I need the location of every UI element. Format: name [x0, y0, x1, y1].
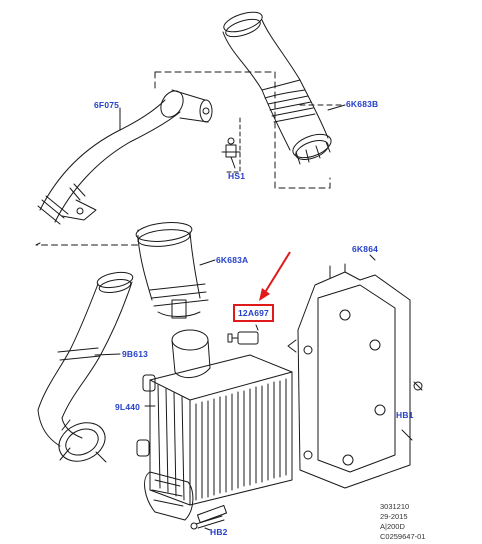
leader-12a697 — [255, 324, 259, 331]
intercooler-hose-6k683a — [135, 222, 209, 319]
resonator-hose-upper — [222, 11, 332, 165]
part-label-9b613[interactable]: 9B613 — [122, 349, 149, 359]
part-label-6k683b[interactable]: 6K683B — [346, 99, 379, 109]
leader-hs1 — [230, 156, 236, 169]
part-label-6k683a[interactable]: 6K683A — [216, 255, 249, 265]
highlight-arrow — [259, 251, 291, 301]
leader-6k683b — [327, 104, 346, 111]
intake-pipe-6f075 — [37, 89, 213, 225]
sensor-12a697 — [227, 331, 259, 345]
bracket-6k864 — [287, 263, 413, 489]
part-label-hs1[interactable]: HS1 — [228, 171, 246, 181]
part-label-hb1[interactable]: HB1 — [396, 410, 414, 420]
clip-hs1 — [221, 137, 241, 158]
leader-6k864 — [369, 254, 376, 261]
part-label-hb2[interactable]: HB2 — [210, 527, 228, 537]
hose-9b613 — [37, 271, 134, 463]
footer-code-2: 29-2015 — [380, 512, 408, 521]
bolt-hb1 — [413, 381, 423, 391]
part-label-12a697[interactable]: 12A697 — [233, 304, 274, 322]
part-label-9l440[interactable]: 9L440 — [115, 402, 141, 412]
leader-9b613 — [94, 353, 121, 356]
leader-hb2 — [204, 527, 211, 531]
dashed-group-outline-upper — [154, 71, 331, 189]
bolt-hb2 — [190, 515, 225, 530]
part-label-6k864[interactable]: 6K864 — [352, 244, 379, 254]
leader-6k683a — [199, 259, 216, 266]
footer-code-1: 3031210 — [380, 502, 410, 511]
dashed-group-outline-lower — [35, 229, 139, 246]
footer-code-3: A|200D — [380, 522, 405, 531]
footer-code-4: C0259647-01 — [380, 532, 426, 541]
part-label-6f075[interactable]: 6F075 — [94, 100, 120, 110]
intercooler-9l440 — [136, 329, 293, 524]
